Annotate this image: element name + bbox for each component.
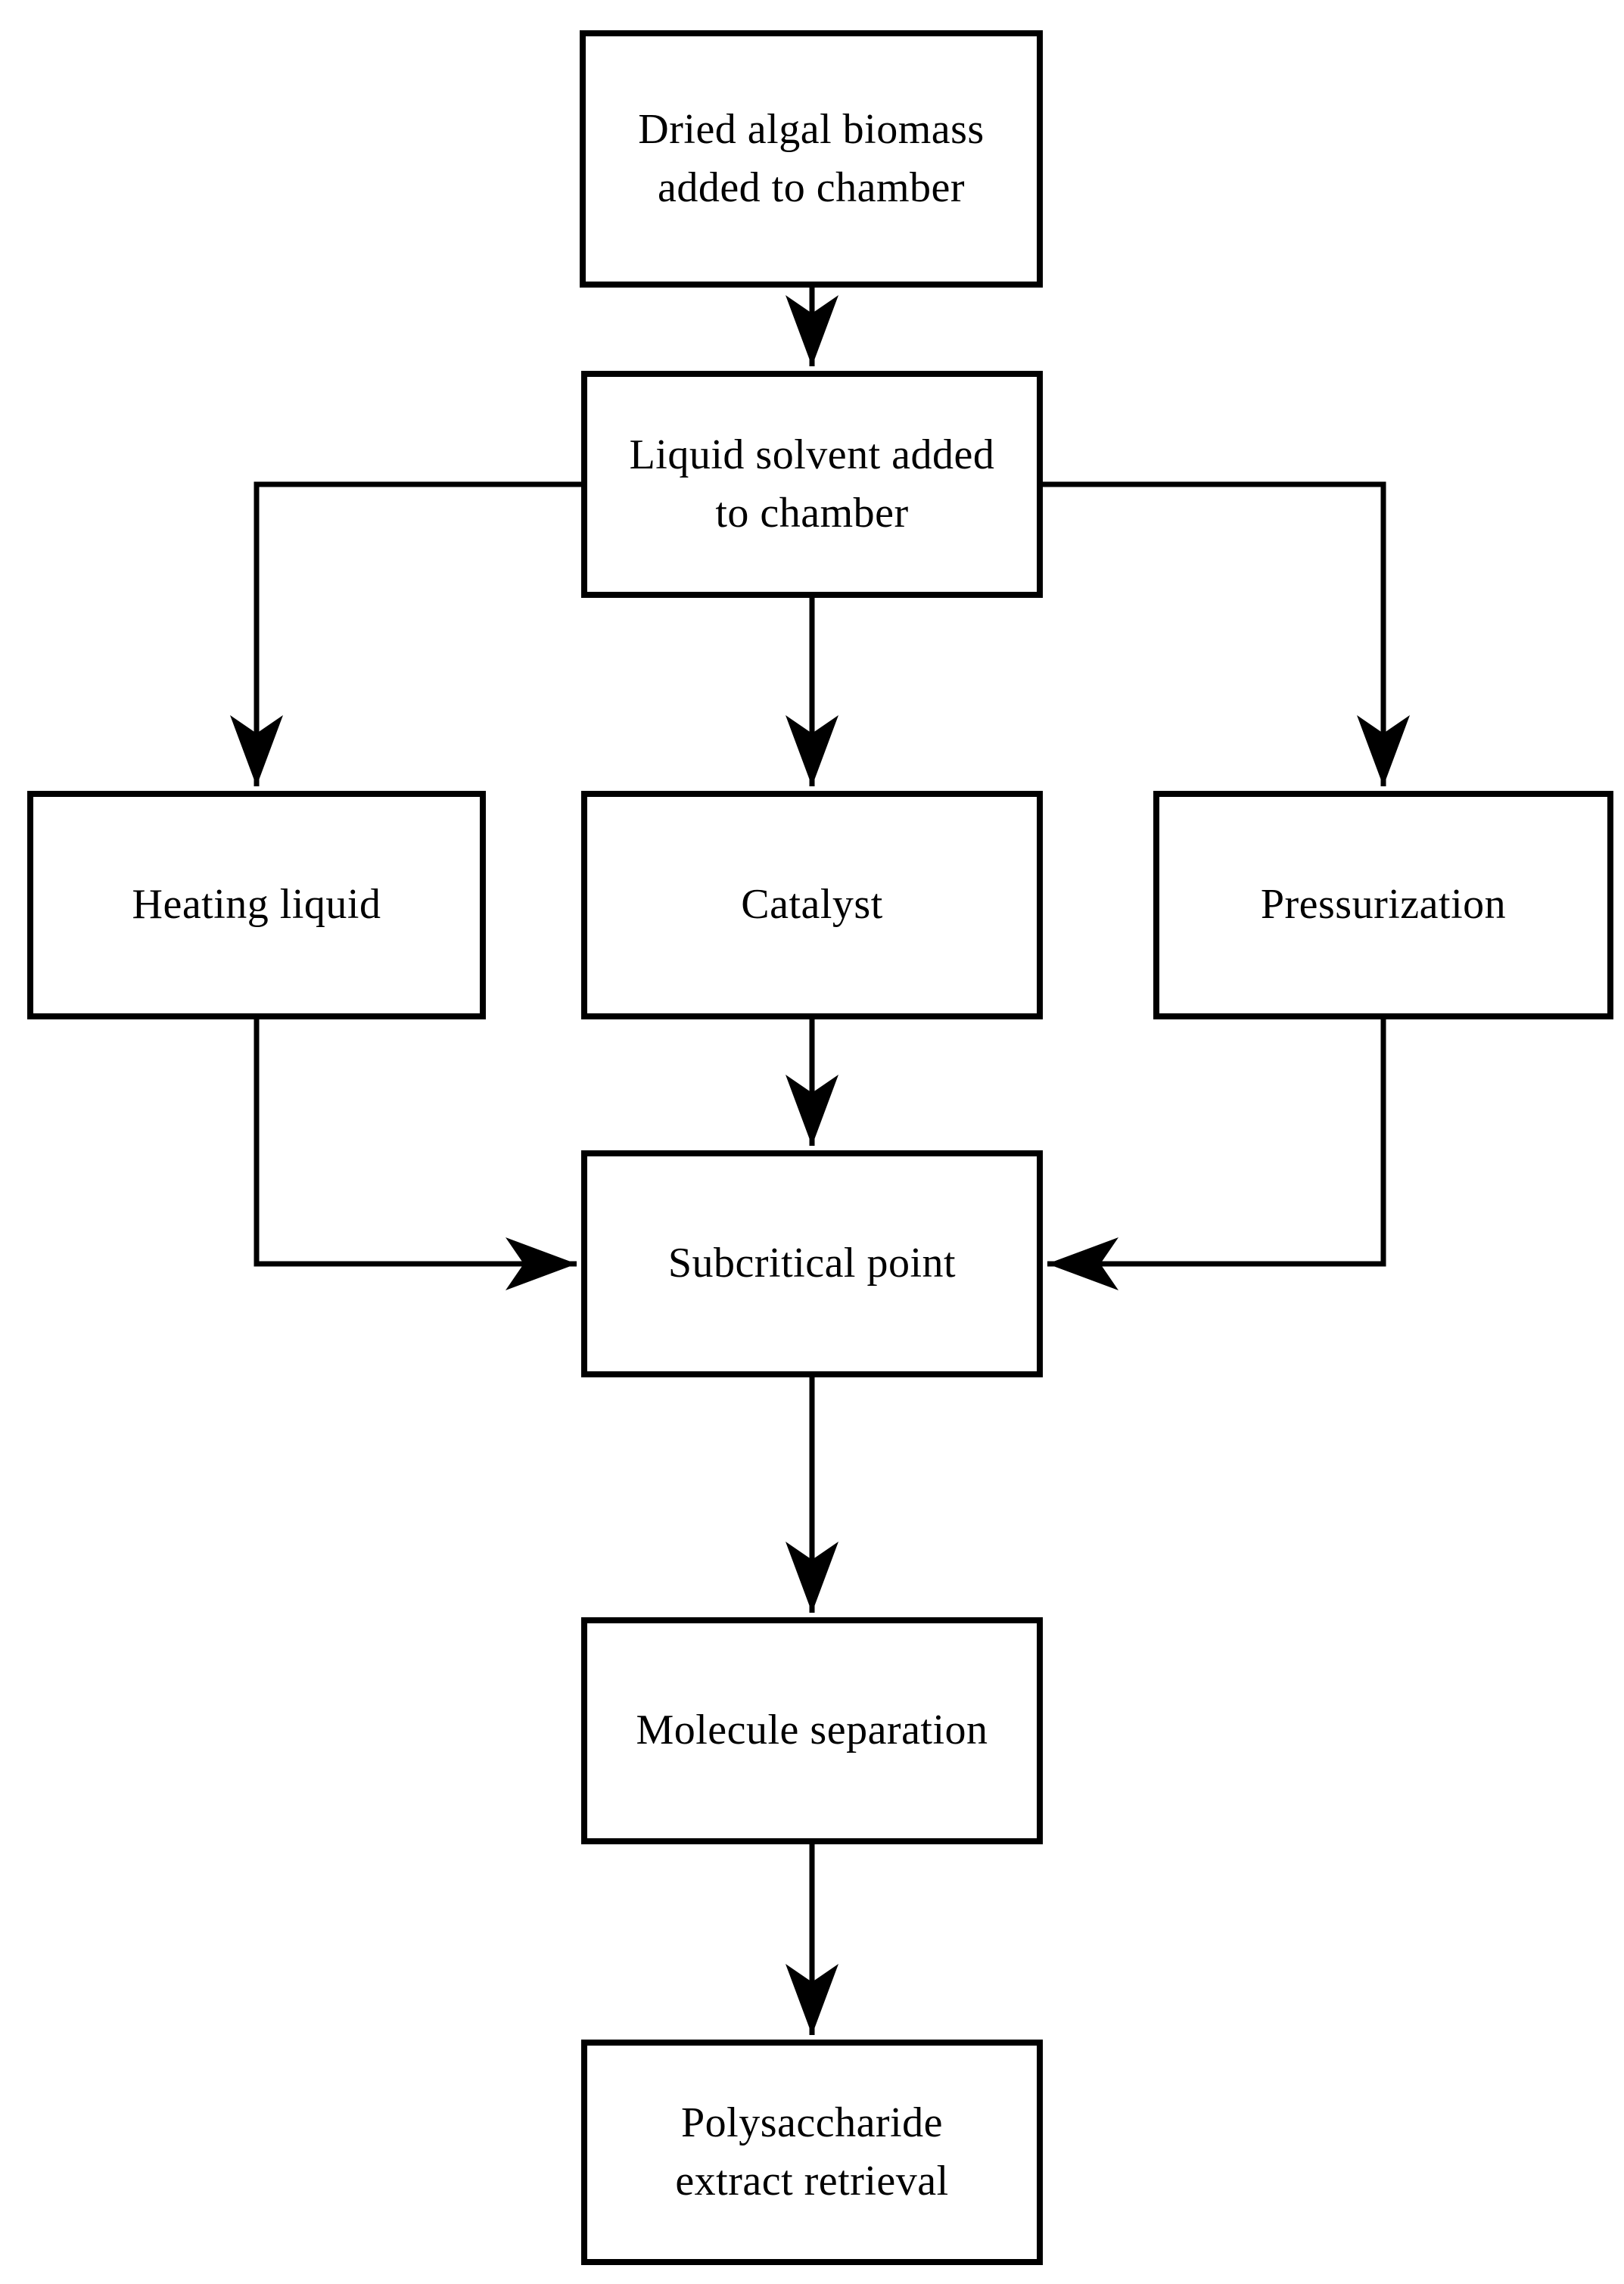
node-subcritical-point: Subcritical point bbox=[581, 1150, 1043, 1377]
node-label: Subcritical point bbox=[667, 1240, 957, 1287]
node-molecule-separation: Molecule separation bbox=[581, 1617, 1043, 1844]
node-liquid-solvent: Liquid solvent added to chamber bbox=[581, 371, 1043, 598]
node-label: Pressurization bbox=[1260, 881, 1507, 929]
edge-pressurization-to-subcritical bbox=[1047, 1019, 1386, 1290]
node-dried-algal-biomass: Dried algal biomass added to chamber bbox=[580, 30, 1043, 288]
node-label: Polysaccharide extract retrieval bbox=[675, 2099, 949, 2205]
edge-heating-to-subcritical bbox=[254, 1019, 577, 1290]
edge-solvent-to-heating bbox=[230, 481, 581, 786]
node-pressurization: Pressurization bbox=[1153, 791, 1613, 1019]
node-label: Molecule separation bbox=[636, 1707, 988, 1754]
edge-solvent-to-pressurization bbox=[1043, 481, 1410, 786]
node-polysaccharide-extract-retrieval: Polysaccharide extract retrieval bbox=[581, 2040, 1043, 2265]
node-catalyst: Catalyst bbox=[581, 791, 1043, 1019]
node-heating-liquid: Heating liquid bbox=[27, 791, 486, 1019]
node-label: Heating liquid bbox=[132, 881, 381, 929]
node-label: Dried algal biomass added to chamber bbox=[638, 105, 985, 211]
node-label: Liquid solvent added to chamber bbox=[629, 431, 995, 537]
node-label: Catalyst bbox=[741, 881, 883, 929]
